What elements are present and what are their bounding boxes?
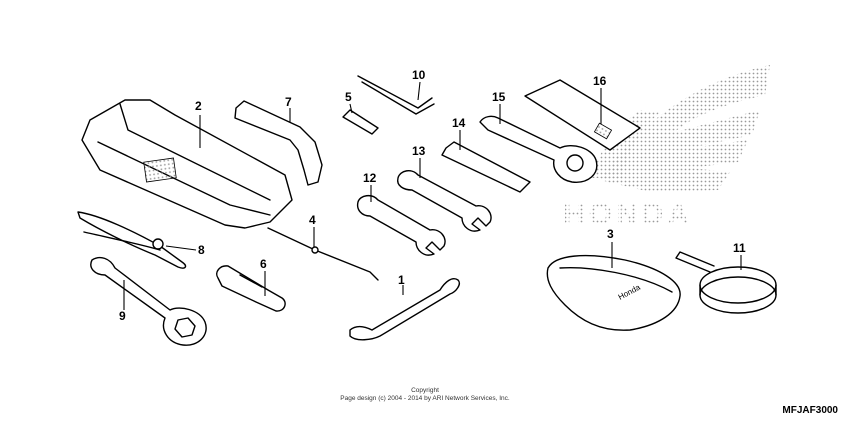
callouts: 1 2 3 4 5 6 7 8 9 10 11 12 13 14 15 16 (119, 68, 746, 323)
callout-6: 6 (260, 257, 267, 271)
diagram-code: MFJAF3000 (782, 405, 838, 416)
tire-pressure-gauge (675, 251, 777, 314)
key-5 (342, 109, 379, 135)
callout-11: 11 (733, 241, 746, 255)
callout-16: 16 (593, 74, 607, 88)
callout-14: 14 (452, 116, 466, 130)
leader-10 (417, 81, 421, 101)
callout-12: 12 (363, 171, 377, 185)
callout-10: 10 (412, 68, 426, 82)
screwdriver-shaft (267, 227, 379, 281)
honda-logo-text: HONDA (563, 198, 693, 231)
callout-7: 7 (285, 95, 292, 109)
ring-spanner (90, 256, 207, 346)
open-end-wrench-12 (356, 195, 446, 256)
callout-15: 15 (492, 90, 506, 104)
copyright-line: Page design (c) 2004 - 2014 by ARI Netwo… (340, 395, 510, 402)
tool-manual-envelope (524, 79, 641, 151)
callout-13: 13 (412, 144, 426, 158)
callout-4: 4 (309, 213, 316, 227)
callout-3: 3 (607, 227, 614, 241)
honda-wing-logo: HONDA (563, 65, 770, 231)
callout-5: 5 (345, 90, 352, 104)
screwdriver-handle (216, 265, 286, 312)
callout-1: 1 (398, 273, 405, 287)
pliers (77, 211, 187, 269)
flat-wrench (234, 100, 323, 186)
leader-5 (349, 103, 353, 114)
extension-bar (441, 141, 531, 193)
callout-8: 8 (198, 243, 205, 257)
copyright-title: Copyright (411, 387, 439, 394)
pin-spanner (349, 278, 460, 341)
hex-key (357, 75, 435, 115)
callout-9: 9 (119, 309, 126, 323)
callout-2: 2 (195, 99, 202, 113)
socket-wrench (479, 115, 598, 183)
tool-pouch: Honda (546, 254, 681, 331)
leader-8 (165, 245, 197, 251)
open-end-wrench-13 (397, 170, 492, 232)
tool-bag-roll (81, 99, 293, 229)
